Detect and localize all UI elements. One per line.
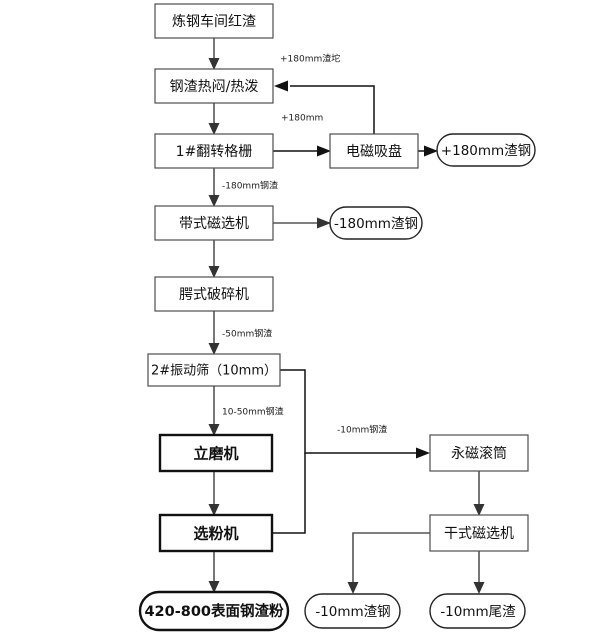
- edge-hot-stuffing-to-grate: [208, 103, 220, 135]
- node-steelmaking-red-slag[interactable]: 炼钢车间红渣: [154, 3, 274, 39]
- edge-grate-to-electromagnet: [273, 145, 331, 157]
- node-output-minus180mm-slag-steel[interactable]: -180mm渣钢: [329, 206, 423, 240]
- node-label: 立磨机: [193, 445, 238, 463]
- edge-electromagnet-return-to-hot-stuffing: [274, 80, 375, 134]
- edge-labels-layer: +180mm渣坨 +180mm -180mm钢渣 -50mm钢渣 10-50mm…: [222, 53, 387, 436]
- edges-layer: [208, 38, 485, 594]
- node-vibrating-screen-2[interactable]: 2#振动筛（10mm）: [147, 353, 281, 387]
- node-label: 1#翻转格栅: [176, 144, 253, 160]
- edge-electromagnet-to-plus180-slag-steel: [418, 145, 438, 157]
- edge-magnetic-drum-to-dry-separator: [473, 471, 485, 516]
- edge-red-slag-to-hot-stuffing: [208, 38, 220, 70]
- node-output-minus10mm-tailings[interactable]: -10mm尾渣: [429, 593, 526, 629]
- nodes-layer: 炼钢车间红渣 钢渣热闷/热泼 1#翻转格栅 电磁吸盘 +180mm渣钢: [138, 3, 536, 632]
- node-powder-separator[interactable]: 选粉机: [158, 513, 274, 553]
- node-label: 永磁滚筒: [451, 445, 507, 462]
- edge-powder-separator-return-loop: [272, 453, 306, 534]
- node-label: 腭式破碎机: [179, 287, 249, 303]
- node-label: 420-800表面钢渣粉: [144, 602, 284, 620]
- edge-label-plus180mm: +180mm: [281, 114, 323, 124]
- node-label: 干式磁选机: [444, 526, 514, 542]
- node-label: 炼钢车间红渣: [172, 13, 256, 30]
- node-vertical-mill[interactable]: 立磨机: [158, 433, 274, 473]
- node-label: 选粉机: [193, 525, 238, 543]
- node-label: 钢渣热闷/热泼: [170, 79, 259, 95]
- node-label: -180mm渣钢: [334, 216, 418, 232]
- edge-jaw-crusher-to-vibrating-screen: [208, 311, 220, 355]
- node-jaw-crusher[interactable]: 腭式破碎机: [154, 276, 274, 312]
- edge-label-plus180-slag-lump: +180mm渣坨: [280, 53, 340, 65]
- edge-vibrating-screen-to-vertical-mill: [208, 386, 220, 436]
- edge-belt-separator-to-minus180-slag-steel: [273, 217, 331, 229]
- node-belt-magnetic-separator[interactable]: 带式磁选机: [154, 205, 274, 241]
- edge-label-minus180mm-slag: -180mm钢渣: [222, 180, 278, 192]
- edge-label-minus10mm-slag: -10mm钢渣: [337, 424, 387, 436]
- node-electromagnetic-chuck[interactable]: 电磁吸盘: [329, 133, 419, 169]
- node-output-420-800-surface-slag-powder[interactable]: 420-800表面钢渣粉: [138, 590, 290, 632]
- edge-dry-separator-to-minus10-tailings: [473, 551, 485, 594]
- node-label: 带式磁选机: [179, 216, 249, 232]
- node-label: 电磁吸盘: [346, 143, 402, 160]
- node-dry-magnetic-separator[interactable]: 干式磁选机: [429, 514, 529, 552]
- node-permanent-magnetic-drum[interactable]: 永磁滚筒: [429, 434, 529, 472]
- edge-dry-separator-to-minus10-slag-steel: [347, 532, 430, 594]
- node-output-minus10mm-slag-steel[interactable]: -10mm渣钢: [304, 593, 401, 629]
- edge-grate-to-belt-magnetic-separator: [208, 168, 220, 207]
- node-tipping-grate-1[interactable]: 1#翻转格栅: [154, 133, 274, 169]
- node-label: +180mm渣钢: [441, 143, 531, 159]
- edge-belt-separator-to-jaw-crusher: [208, 240, 220, 278]
- edge-powder-separator-to-slag-powder: [208, 551, 220, 593]
- node-hot-stuffing-hot-splashing[interactable]: 钢渣热闷/热泼: [154, 68, 274, 104]
- node-label: -10mm渣钢: [315, 604, 390, 620]
- node-output-plus180mm-slag-steel[interactable]: +180mm渣钢: [436, 133, 536, 167]
- node-label: 2#振动筛（10mm）: [151, 364, 277, 379]
- edge-vertical-mill-to-powder-separator: [208, 471, 220, 516]
- edge-vibrating-screen-to-magnetic-drum: [280, 369, 430, 459]
- node-label: -10mm尾渣: [440, 604, 516, 620]
- edge-label-minus50mm-slag: -50mm钢渣: [222, 328, 272, 340]
- edge-label-10-50mm-slag: 10-50mm钢渣: [222, 406, 284, 418]
